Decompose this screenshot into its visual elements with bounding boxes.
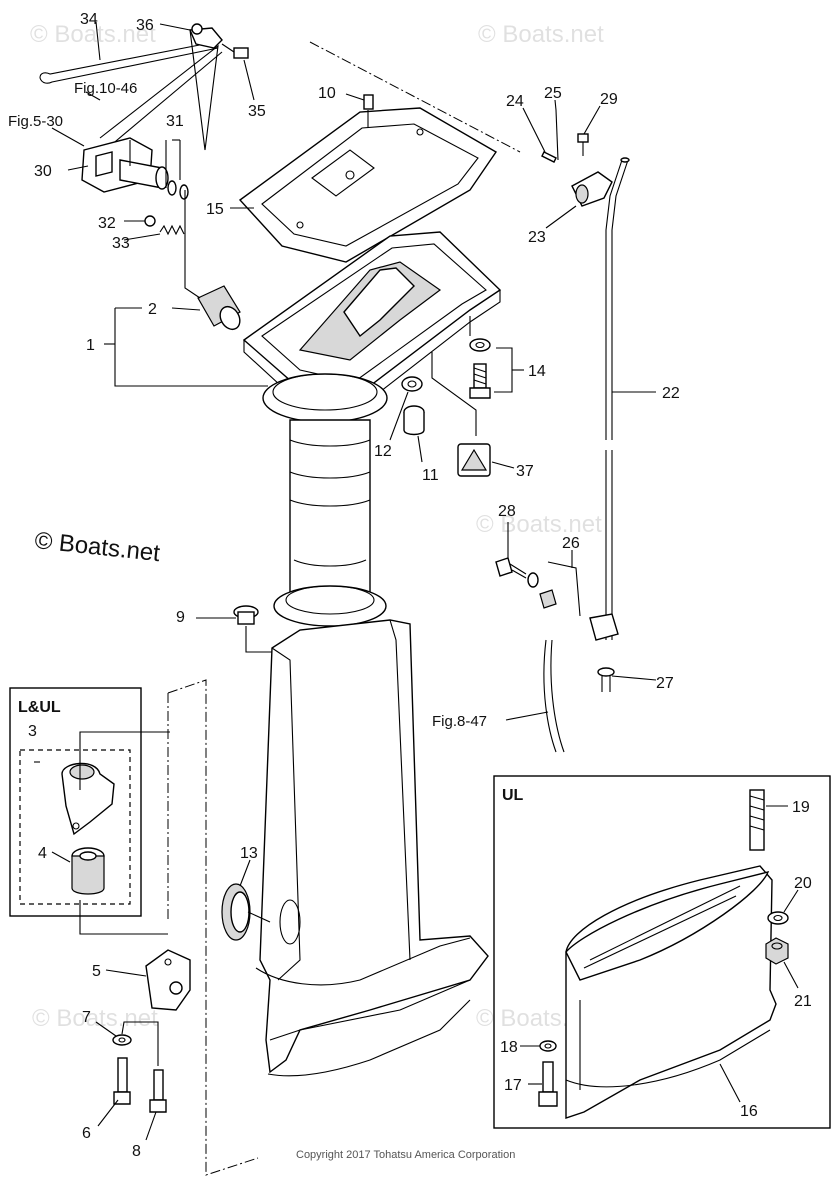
warning-decal-37 [457,443,491,477]
callout-6: 6 [82,1125,91,1142]
rod-end-27 [597,667,615,692]
callout-2: 2 [148,301,157,318]
washer-20 [767,911,789,925]
fig-ref-10-46: Fig.10-46 [74,80,137,97]
plate-5 [145,949,191,1011]
box-label-lul: L&UL [18,699,61,716]
leader [79,731,170,790]
callout-23: 23 [528,229,546,246]
cam-assembly-30 [81,137,169,193]
shift-rod-22 [605,157,630,640]
callout-11: 11 [422,467,439,484]
leader [431,352,477,436]
lower-casing-16 [565,865,777,1119]
pin-25 [555,109,559,161]
callout-32: 32 [98,215,116,232]
callout-22: 22 [662,385,680,402]
callout-21: 21 [794,993,812,1010]
callout-34: 34 [80,11,98,28]
callout-35: 35 [248,103,266,120]
drive-shaft-housing [255,419,489,1077]
clamp-23 [571,171,613,207]
cable-fig-8-47 [543,639,565,753]
dowel-10 [363,94,374,110]
washer-7 [112,1034,132,1046]
washer-18 [539,1040,557,1052]
callout-10: 10 [318,85,336,102]
stud-19 [749,789,765,851]
mount-casing-1 [242,231,502,423]
callout-13: 13 [240,845,258,862]
plug-9 [233,605,272,653]
callout-3: 3 [28,723,37,740]
watermark-center-left: © Boats.net [33,527,161,567]
lul-box [9,687,142,917]
bolt-28 [495,557,539,588]
callout-20: 20 [794,875,812,892]
spring-33 [159,224,185,236]
callout-12: 12 [374,443,392,460]
gasket-15 [238,107,498,263]
callout-31: 31 [166,113,184,130]
callout-33: 33 [112,235,130,252]
watermark-top-right: © Boats.net [478,21,604,48]
callout-36: 36 [136,17,154,34]
callout-25: 25 [544,85,562,102]
screw-29 [577,133,589,156]
bushing-2 [184,190,241,331]
callout-16: 16 [740,1103,758,1120]
washer-12 [401,376,423,392]
leader [79,900,168,935]
callout-5: 5 [92,963,101,980]
callout-15: 15 [206,201,224,218]
fig-ref-5-30: Fig.5-30 [8,113,63,130]
washer-14 [469,338,491,352]
ul-box [493,775,831,1129]
callout-1: 1 [86,337,95,354]
callout-8: 8 [132,1143,141,1160]
bolt-8 [149,1069,167,1113]
bolt-6 [113,1057,131,1105]
leader-dash [167,679,259,1176]
nut-21 [765,937,789,965]
callout-29: 29 [600,91,618,108]
callout-19: 19 [792,799,810,816]
leader-dash [309,41,521,153]
callout-24: 24 [506,93,524,110]
clips-31 [167,180,189,200]
bolt-17 [538,1061,558,1107]
leader [121,1021,159,1066]
watermark-top-left: © Boats.net [30,21,156,48]
watermark-bottom-left: © Boats.net [32,1005,158,1032]
callout-17: 17 [504,1077,522,1094]
rod-clamp-26 [539,561,619,641]
plug-11 [403,405,425,436]
callout-37: 37 [516,463,534,480]
copyright-text: Copyright 2017 Tohatsu America Corporati… [296,1149,515,1161]
throttle-link-rod [39,23,249,151]
callout-27: 27 [656,675,674,692]
callout-7: 7 [82,1009,91,1026]
lul-dashed-group [19,749,131,905]
watermark-middle-right: © Boats.net [476,511,602,538]
grommet-13 [221,883,271,941]
bolt-24 [541,151,557,163]
callout-30: 30 [34,163,52,180]
callout-26: 26 [562,535,580,552]
bolt-14 [469,363,491,399]
ball-32 [144,215,156,227]
callout-leaders [34,21,799,1141]
fig-ref-8-47: Fig.8-47 [432,713,487,730]
clamp-3 [61,762,115,836]
box-label-ul: UL [502,787,524,804]
callout-9: 9 [176,609,185,626]
callout-18: 18 [500,1039,518,1056]
callout-28: 28 [498,503,516,520]
callout-4: 4 [38,845,47,862]
callout-14: 14 [528,363,546,380]
nut-4 [71,847,105,895]
